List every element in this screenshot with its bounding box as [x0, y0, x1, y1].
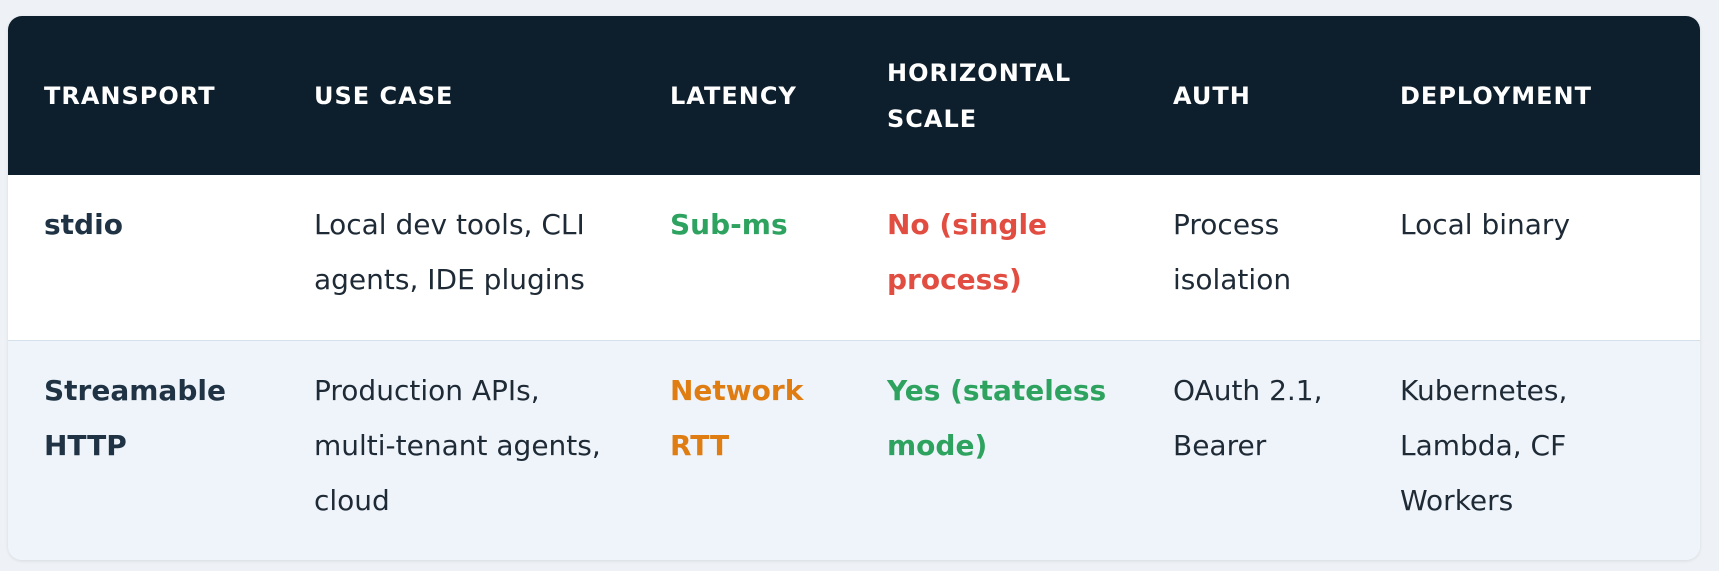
comparison-table: TRANSPORT USE CASE LATENCY HORIZONTAL SC… [8, 16, 1700, 560]
cell-use-case: Production APIs, multi-tenant agents, cl… [314, 373, 601, 517]
header-use-case: USE CASE [314, 81, 454, 110]
table-header: TRANSPORT USE CASE LATENCY HORIZONTAL SC… [8, 16, 1700, 175]
cell-latency: Network RTT [670, 373, 804, 462]
transport-comparison-table: TRANSPORT USE CASE LATENCY HORIZONTAL SC… [8, 16, 1700, 560]
cell-deployment: Kubernetes, Lambda, CF Workers [1400, 373, 1568, 517]
table-body: stdio Local dev tools, CLI agents, IDE p… [8, 175, 1700, 560]
header-row: TRANSPORT USE CASE LATENCY HORIZONTAL SC… [8, 16, 1700, 175]
header-deployment: DEPLOYMENT [1400, 81, 1593, 110]
cell-auth: OAuth 2.1, Bearer [1173, 373, 1323, 462]
cell-transport: Streamable HTTP [44, 373, 226, 462]
cell-deployment: Local binary [1400, 208, 1571, 241]
header-auth: AUTH [1173, 81, 1251, 110]
cell-latency: Sub-ms [670, 208, 788, 241]
header-horizontal-scale: HORIZONTAL SCALE [887, 58, 1072, 133]
cell-transport: stdio [44, 208, 123, 241]
cell-horizontal-scale: No (single process) [887, 208, 1048, 296]
table-row: stdio Local dev tools, CLI agents, IDE p… [8, 175, 1700, 340]
cell-auth: Process isolation [1173, 208, 1292, 296]
cell-horizontal-scale: Yes (stateless mode) [887, 373, 1107, 462]
cell-use-case: Local dev tools, CLI agents, IDE plugins [314, 208, 585, 296]
table-row: Streamable HTTP Production APIs, multi-t… [8, 340, 1700, 560]
header-latency: LATENCY [670, 81, 797, 110]
header-transport: TRANSPORT [44, 81, 216, 110]
